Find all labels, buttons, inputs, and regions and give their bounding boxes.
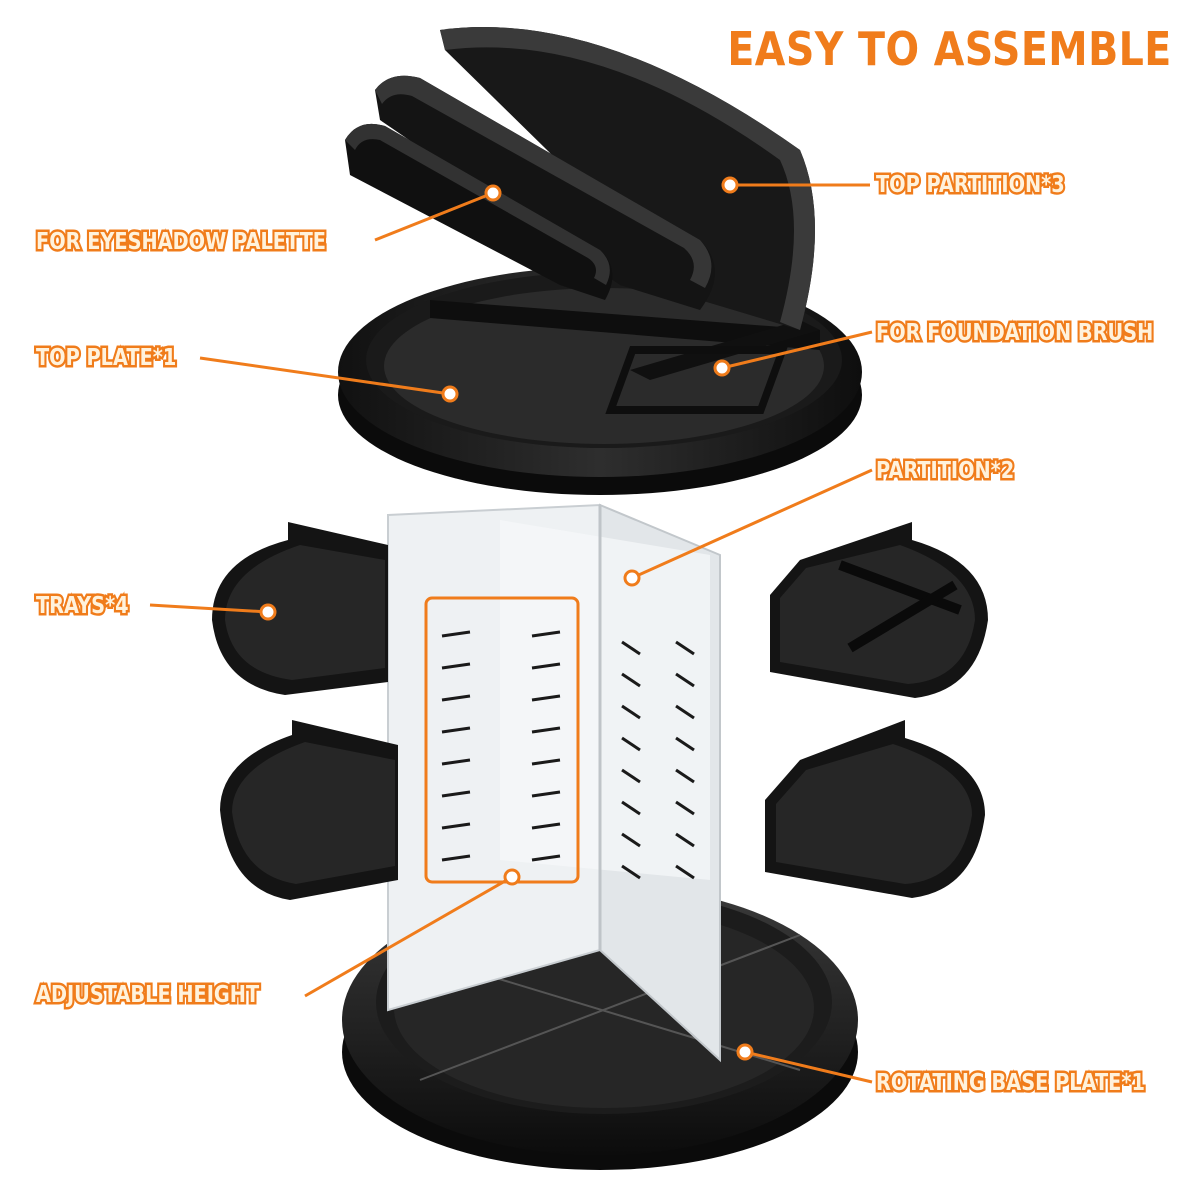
slot-mark xyxy=(531,726,561,734)
slot-mark xyxy=(441,662,471,670)
slot-mark xyxy=(621,832,641,848)
slot-mark xyxy=(675,672,695,688)
label-trays: TRAYS*4 xyxy=(34,591,131,622)
label-adjustable-height: ADJUSTABLE HEIGHT xyxy=(34,980,261,1011)
slot-mark xyxy=(675,704,695,720)
label-foundation-brush: FOR FOUNDATION BRUSH xyxy=(874,318,1155,349)
dot-top-plate xyxy=(441,385,459,403)
slot-mark xyxy=(531,790,561,798)
slot-mark xyxy=(621,672,641,688)
label-base-plate: ROTATING BASE PLATE*1 xyxy=(874,1068,1147,1099)
slot-mark xyxy=(531,662,561,670)
slot-mark xyxy=(675,832,695,848)
slot-mark xyxy=(531,630,561,638)
tray-lower-left xyxy=(220,720,398,900)
slot-mark xyxy=(621,800,641,816)
adjustment-slots xyxy=(441,630,695,880)
dot-adjustable xyxy=(503,868,521,886)
slot-mark xyxy=(441,822,471,830)
callout-leaders xyxy=(149,183,873,1084)
slot-mark xyxy=(441,630,471,638)
slot-mark xyxy=(621,736,641,752)
slot-mark xyxy=(675,800,695,816)
slot-mark xyxy=(621,704,641,720)
slot-mark xyxy=(441,790,471,798)
dot-eyeshadow xyxy=(484,184,502,202)
tray-upper-left xyxy=(212,522,388,695)
slot-mark xyxy=(441,694,471,702)
top-plate xyxy=(338,267,862,495)
dot-base-plate xyxy=(736,1043,754,1061)
dot-trays xyxy=(259,603,277,621)
slot-mark xyxy=(531,822,561,830)
tray-upper-right xyxy=(770,522,988,698)
slot-mark xyxy=(621,864,641,880)
slot-mark xyxy=(621,640,641,656)
slot-mark xyxy=(441,726,471,734)
slot-mark xyxy=(675,736,695,752)
slot-mark xyxy=(531,694,561,702)
slot-mark xyxy=(621,768,641,784)
top-partitions xyxy=(345,27,815,331)
dot-foundation xyxy=(713,359,731,377)
slot-mark xyxy=(675,864,695,880)
slot-mark xyxy=(675,768,695,784)
slot-mark xyxy=(531,854,561,862)
slot-mark xyxy=(531,758,561,766)
label-partition: PARTITION*2 xyxy=(874,456,1016,487)
tray-lower-right xyxy=(765,720,985,898)
slot-mark xyxy=(675,640,695,656)
label-eyeshadow-palette: FOR EYESHADOW PALETTE xyxy=(34,227,328,258)
slot-mark xyxy=(441,854,471,862)
slot-mark xyxy=(441,758,471,766)
dot-top-partition xyxy=(721,176,739,194)
page-title: EASY TO ASSEMBLE xyxy=(727,22,1172,76)
label-top-partition: TOP PARTITION*3 xyxy=(874,170,1067,201)
dot-partition xyxy=(623,569,641,587)
callout-dots xyxy=(259,176,754,1061)
label-top-plate: TOP PLATE*1 xyxy=(34,343,179,374)
